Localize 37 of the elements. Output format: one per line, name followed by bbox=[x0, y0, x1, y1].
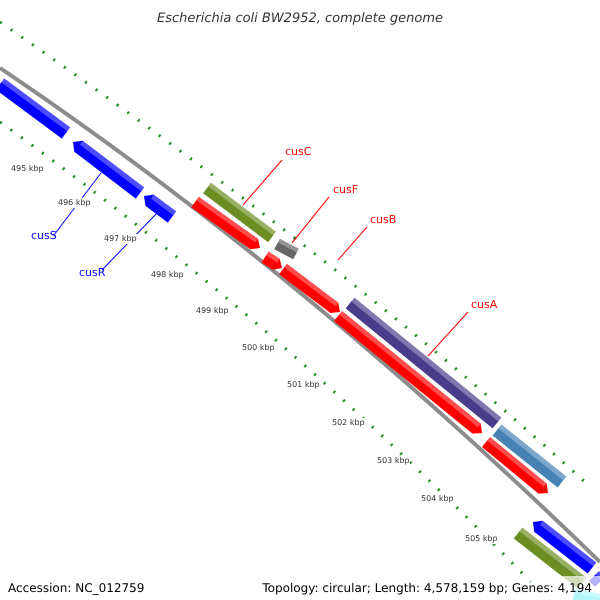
position-label: 500 kbp bbox=[242, 343, 275, 353]
position-label: 496 kbp bbox=[58, 198, 91, 208]
gene-block bbox=[262, 252, 282, 270]
leader-line bbox=[292, 196, 330, 244]
position-label: 504 kbp bbox=[421, 494, 454, 504]
gene-block bbox=[334, 311, 482, 434]
gene-block bbox=[533, 520, 596, 574]
gene-block bbox=[144, 194, 176, 223]
gene-block bbox=[73, 140, 144, 199]
gene-block bbox=[191, 196, 260, 250]
gene-block bbox=[279, 264, 340, 313]
leader-line bbox=[428, 312, 468, 356]
gene-label: cusS bbox=[31, 229, 57, 242]
gene-block bbox=[482, 437, 548, 494]
gene-label: cusA bbox=[471, 298, 498, 311]
position-label: 499 kbp bbox=[196, 306, 229, 316]
gene-label: cusC bbox=[285, 145, 312, 158]
title: Escherichia coli BW2952, complete genome bbox=[156, 10, 444, 28]
position-label: 497 kbp bbox=[104, 234, 137, 244]
footer-text: Topology: circular; Length: 4,578,159 bp; Genes: 4,194 bbox=[262, 580, 592, 597]
position-label: 501 kbp bbox=[287, 380, 320, 390]
gene-block bbox=[346, 298, 502, 428]
gene-block bbox=[492, 424, 566, 488]
position-label: 498 kbp bbox=[151, 270, 184, 280]
gene-label: cusB bbox=[370, 213, 396, 226]
position-label: 502 kbp bbox=[332, 418, 365, 428]
gene-block bbox=[274, 238, 299, 260]
gene-block bbox=[203, 182, 276, 242]
leader-line bbox=[338, 226, 368, 260]
gene-label: cusR bbox=[79, 266, 106, 279]
footer-text: Accession: NC_012759 bbox=[8, 580, 144, 597]
position-label: 505 kbp bbox=[465, 534, 498, 544]
leader-line bbox=[242, 160, 282, 206]
gene-block bbox=[0, 78, 70, 139]
position-label: 495 kbp bbox=[11, 164, 44, 174]
gene-label: cusF bbox=[333, 183, 358, 196]
position-label: 503 kbp bbox=[377, 456, 410, 466]
